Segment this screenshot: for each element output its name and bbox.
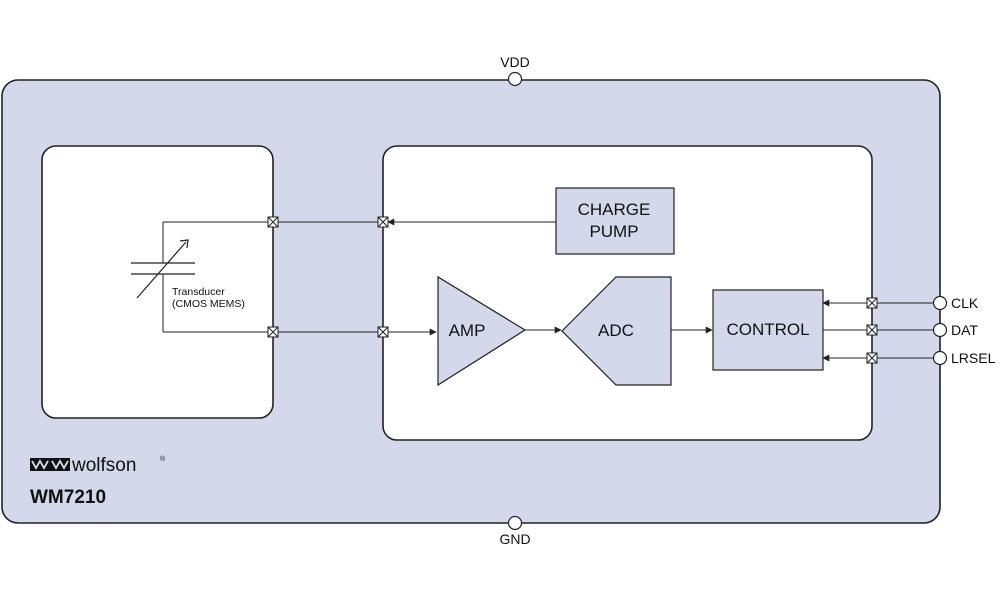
lrsel-label: LRSEL (951, 350, 996, 366)
transducer-sublabel: (CMOS MEMS) (172, 298, 245, 310)
dat-label: DAT (951, 322, 978, 338)
registered-mark: ® (160, 455, 166, 463)
transducer-die (41, 145, 274, 419)
gnd-pin-icon (507, 515, 523, 531)
control-label: CONTROL (726, 320, 809, 339)
wolfson-logo: wolfson ® (30, 455, 166, 476)
transducer-wiring (162, 221, 273, 333)
charge-pump-block (555, 187, 675, 255)
transducer-label: Transducer (172, 286, 225, 298)
amp-block (437, 275, 527, 387)
amp-label: AMP (449, 321, 486, 340)
gnd-label: GND (499, 531, 530, 547)
variable-capacitor-icon (131, 239, 195, 299)
control-block (712, 289, 824, 371)
clk-label: CLK (951, 295, 979, 311)
vdd-pin-icon (507, 71, 523, 87)
vdd-label: VDD (500, 54, 530, 70)
bond-pad-icon (267, 216, 878, 364)
adc-label: ADC (598, 321, 634, 340)
logo-text: wolfson (71, 455, 136, 476)
charge-pump-label-2: PUMP (589, 222, 638, 241)
dat-pin-icon (932, 322, 948, 338)
adc-block (561, 276, 672, 386)
charge-pump-label: CHARGE (578, 200, 651, 219)
clk-pin-icon (932, 295, 948, 311)
lrsel-pin-icon (932, 350, 948, 366)
part-number: WM7210 (30, 487, 106, 508)
